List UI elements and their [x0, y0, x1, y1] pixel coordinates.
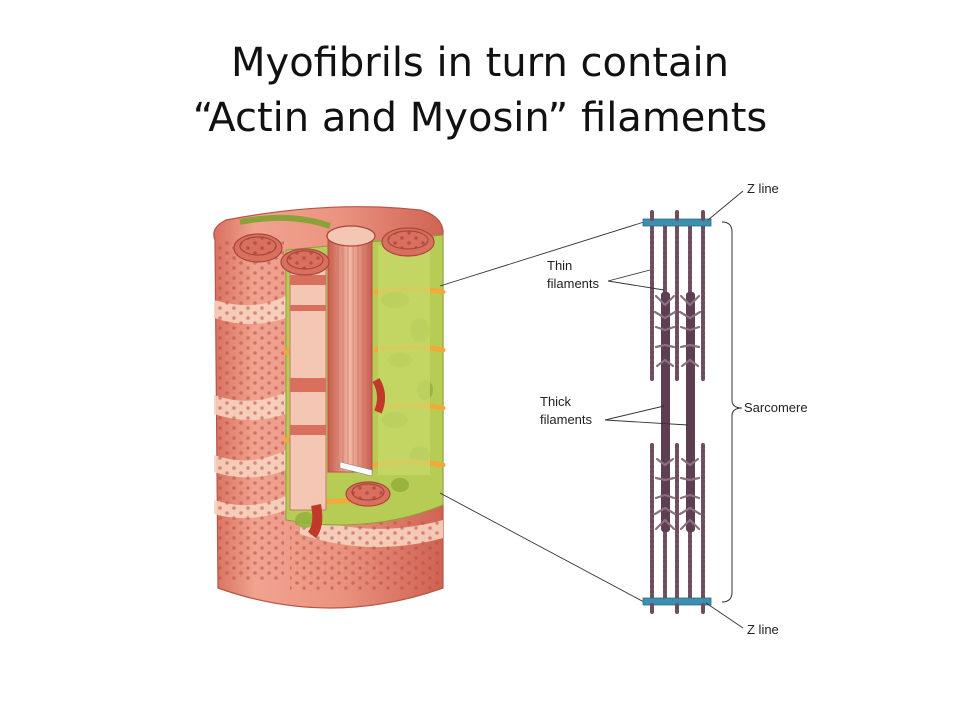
- z-line-top-label: Z line: [747, 181, 779, 196]
- myofibril-cross-sections: [233, 225, 435, 507]
- thick-filaments-label-line1: Thick: [540, 394, 572, 409]
- z-line-bottom-label: Z line: [747, 622, 779, 637]
- slide-title: Myofibrils in turn contain “Actin and My…: [0, 36, 960, 146]
- label-pointers: [604, 190, 744, 629]
- title-line-1: Myofibrils in turn contain: [231, 40, 729, 86]
- muscle-fiber-cylinder: [213, 206, 446, 609]
- myofibril-rod-center: [327, 231, 373, 473]
- thick-filaments: [653, 292, 702, 532]
- sarcomere-label: Sarcomere: [744, 400, 808, 415]
- sarcomere-diagram: Z line Thin filaments Thick filaments Sa…: [540, 181, 808, 637]
- thin-filaments: [650, 224, 705, 600]
- sarcomere-bracket: [721, 221, 743, 603]
- thin-filaments-label-line2: filaments: [547, 276, 600, 291]
- title-line-2: “Actin and Myosin” filaments: [192, 95, 768, 141]
- myofibril-rod-right: [378, 245, 430, 475]
- thin-filaments-label-line1: Thin: [547, 258, 572, 273]
- thick-filaments-label-line2: filaments: [540, 412, 593, 427]
- zoom-leader-lines: [439, 221, 645, 603]
- myofibrils: [233, 214, 435, 539]
